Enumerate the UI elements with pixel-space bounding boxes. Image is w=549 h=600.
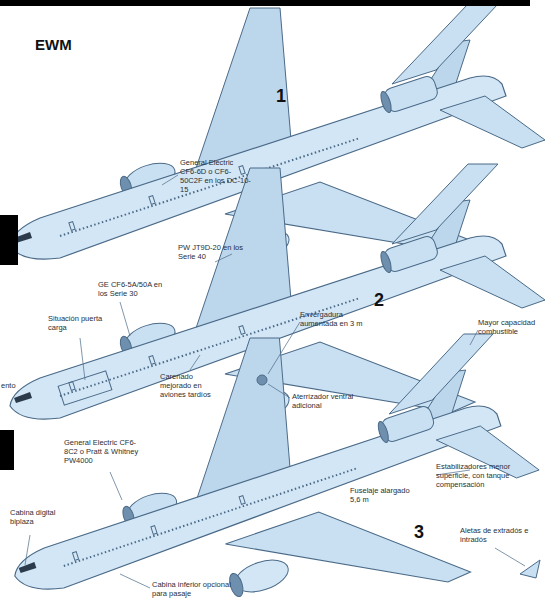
part-label: Fuselaje alargado 5,6 m	[350, 486, 412, 504]
engine-note: General Electric CF6-8C2 o Pratt & Whitn…	[64, 438, 142, 465]
engine-note: General Electric CF6-6D o CF6-50C2F en l…	[180, 158, 252, 194]
callout-number: 2	[374, 290, 384, 312]
part-label: Cabina digital biplaza	[10, 508, 62, 526]
part-label: Carenado mejorado en aviones tardíos	[160, 372, 222, 399]
callout-number: 1	[276, 86, 286, 108]
watermark: EWM	[35, 36, 72, 54]
part-label: Cabina inferior opcional para pasaje	[152, 580, 238, 598]
part-label: Envergadura aumentada en 3 m	[300, 310, 382, 328]
engine-note: GE CF6-5A/50A en los Serie 30	[98, 280, 170, 298]
part-label: Situación puerta carga	[48, 314, 108, 332]
cut-text: ento	[1, 381, 16, 390]
part-label: Aletas de extradós e intradós	[460, 526, 540, 544]
part-label: Estabilizadores menor superficie, con ta…	[436, 462, 540, 489]
part-label: Aterrizador ventral adicional	[292, 392, 354, 410]
callout-number: 3	[414, 522, 424, 544]
part-label: Mayor capacidad combustible	[478, 318, 544, 336]
engine-note: PW JT9D-20 en los Serie 40	[178, 243, 250, 261]
